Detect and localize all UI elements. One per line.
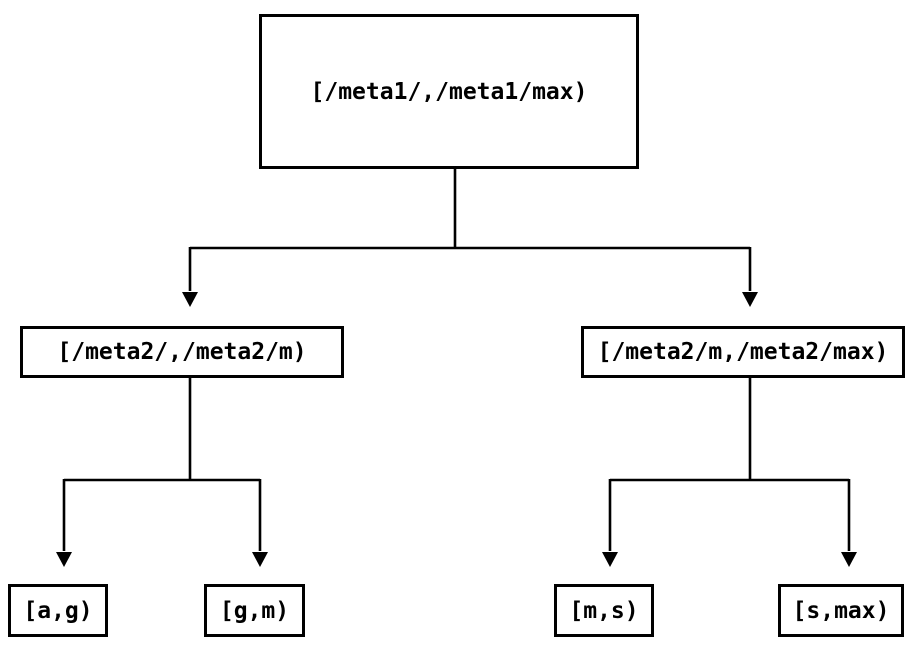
node-leaf-ag-label: [a,g) bbox=[23, 597, 93, 624]
arrow-down-icon bbox=[602, 552, 618, 567]
node-leaf-smax-label: [s,max) bbox=[792, 597, 890, 624]
node-leaf-ms: [m,s) bbox=[554, 584, 654, 637]
node-leaf-smax: [s,max) bbox=[778, 584, 904, 637]
arrow-down-icon bbox=[841, 552, 857, 567]
node-leaf-ms-label: [m,s) bbox=[569, 597, 639, 624]
arrow-down-icon bbox=[742, 292, 758, 307]
node-meta2-right-label: [/meta2/m,/meta2/max) bbox=[597, 339, 889, 365]
arrow-down-icon bbox=[252, 552, 268, 567]
node-leaf-gm: [g,m) bbox=[204, 584, 305, 637]
node-root-label: [/meta1/,/meta1/max) bbox=[310, 78, 588, 105]
arrow-down-icon bbox=[56, 552, 72, 567]
arrow-down-icon bbox=[182, 292, 198, 307]
node-leaf-gm-label: [g,m) bbox=[219, 597, 290, 624]
node-leaf-ag: [a,g) bbox=[8, 584, 108, 637]
node-meta2-left-label: [/meta2/,/meta2/m) bbox=[57, 339, 307, 365]
node-root-meta1: [/meta1/,/meta1/max) bbox=[259, 14, 639, 169]
node-meta2-right: [/meta2/m,/meta2/max) bbox=[581, 326, 905, 378]
node-meta2-left: [/meta2/,/meta2/m) bbox=[20, 326, 344, 378]
